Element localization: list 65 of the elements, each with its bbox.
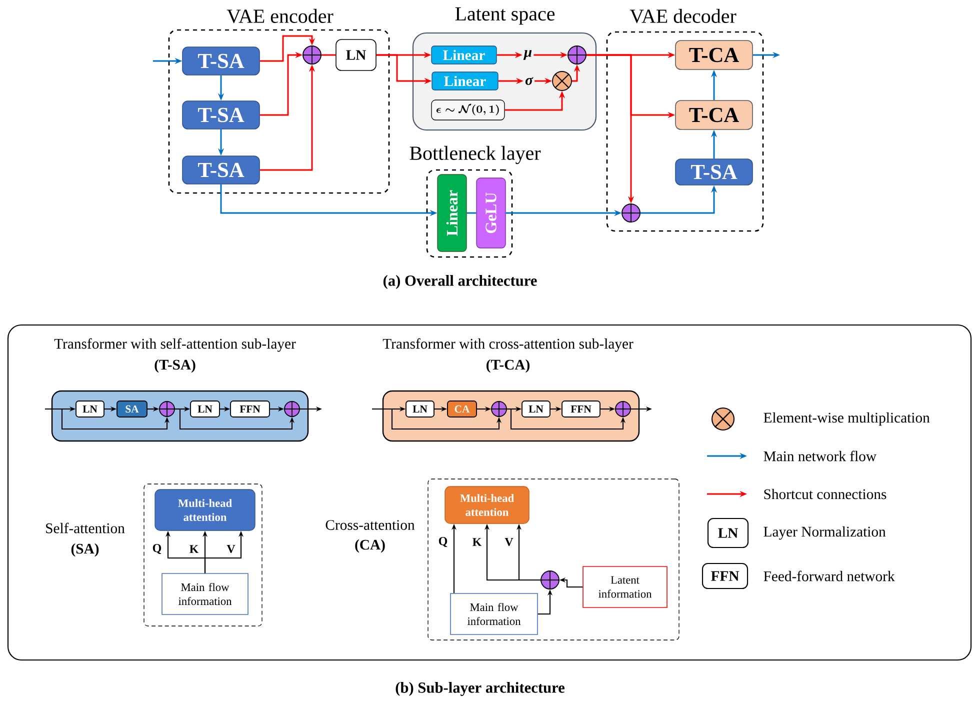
legend-text: Element-wise multiplication — [764, 412, 930, 426]
sum-symbol — [621, 203, 641, 223]
frame-heading: VAE decoder — [630, 8, 736, 24]
frame-heading: Cross-attention — [326, 520, 415, 530]
transformer-block: T-SA — [182, 156, 260, 184]
linear-box: Linear — [432, 72, 498, 90]
legend-box: LN — [707, 518, 749, 548]
transformer-block: T-SA — [182, 46, 260, 76]
legend-box: FFN — [702, 562, 748, 590]
frame-heading: (T-CA) — [486, 359, 530, 373]
variable-label: σ — [525, 77, 534, 85]
multiply-symbol — [552, 71, 572, 91]
panel-frame — [7, 324, 972, 661]
input-box: Main flow information — [450, 593, 538, 635]
edge-label: Q — [437, 536, 449, 548]
layer-box: LN — [76, 400, 104, 418]
sum-symbol — [158, 400, 176, 418]
legend-text: Main network flow — [764, 450, 876, 462]
sum-symbol — [490, 400, 508, 418]
attention-box: Multi-head attention — [444, 486, 530, 524]
attention-box: Multi-head attention — [154, 489, 256, 531]
edge-label: V — [226, 544, 236, 554]
layer-box: FFN — [562, 400, 600, 418]
layer-box: LN — [406, 400, 434, 418]
frame-heading: Transformer with cross-attention sub-layer — [382, 338, 634, 352]
attention-box: CA — [447, 400, 477, 418]
norm-box: LN — [336, 39, 376, 71]
linear-box: Linear — [431, 46, 497, 64]
arrow — [260, 35, 316, 62]
attention-box: SA — [116, 400, 148, 418]
sum-symbol — [284, 400, 300, 418]
frame-heading: Transformer with self-attention sub-layer — [54, 338, 296, 352]
frame-heading: Latent space — [455, 7, 555, 25]
frame-heading: Self-attention — [46, 522, 125, 534]
edge-label: Q — [151, 543, 163, 556]
input-box: Main flow information — [162, 573, 248, 615]
transformer-block: T-CA — [675, 40, 753, 70]
noise-box: $\epsilon\sim\mathcal{N}(0,1)$ — [431, 100, 505, 120]
transformer-block: T-CA — [675, 100, 753, 130]
activation-bar: GeLU — [476, 178, 506, 248]
frame-heading: VAE encoder — [226, 8, 334, 24]
layer-box: LN — [190, 400, 220, 418]
caption: (a) Overall architecture — [383, 275, 537, 289]
layer-box: FFN — [230, 400, 270, 418]
variable-label: μ — [523, 50, 532, 60]
sum-symbol — [614, 400, 632, 418]
linear-bar: Linear — [437, 174, 467, 252]
legend-text: Feed-forward network — [764, 570, 895, 582]
sum-symbol — [540, 570, 560, 590]
frame-heading: Bottleneck layer — [410, 146, 541, 164]
sum-symbol — [567, 45, 587, 65]
frame-heading: (CA) — [355, 539, 385, 553]
frame-heading: (SA) — [71, 543, 99, 557]
edge-label: K — [188, 544, 200, 554]
input-box: Latent information — [582, 566, 668, 608]
legend-text: Shortcut connections — [764, 488, 886, 500]
transformer-block: T-SA — [182, 100, 260, 130]
edge-label: V — [504, 536, 514, 548]
transformer-block: T-SA — [675, 158, 753, 186]
frame-heading: (T-SA) — [154, 359, 196, 373]
caption: (b) Sub-layer architecture — [396, 682, 564, 696]
legend-text: Layer Normalization — [764, 526, 886, 540]
sum-symbol — [302, 45, 322, 65]
layer-box: LN — [522, 400, 550, 418]
edge-label: K — [471, 537, 483, 547]
